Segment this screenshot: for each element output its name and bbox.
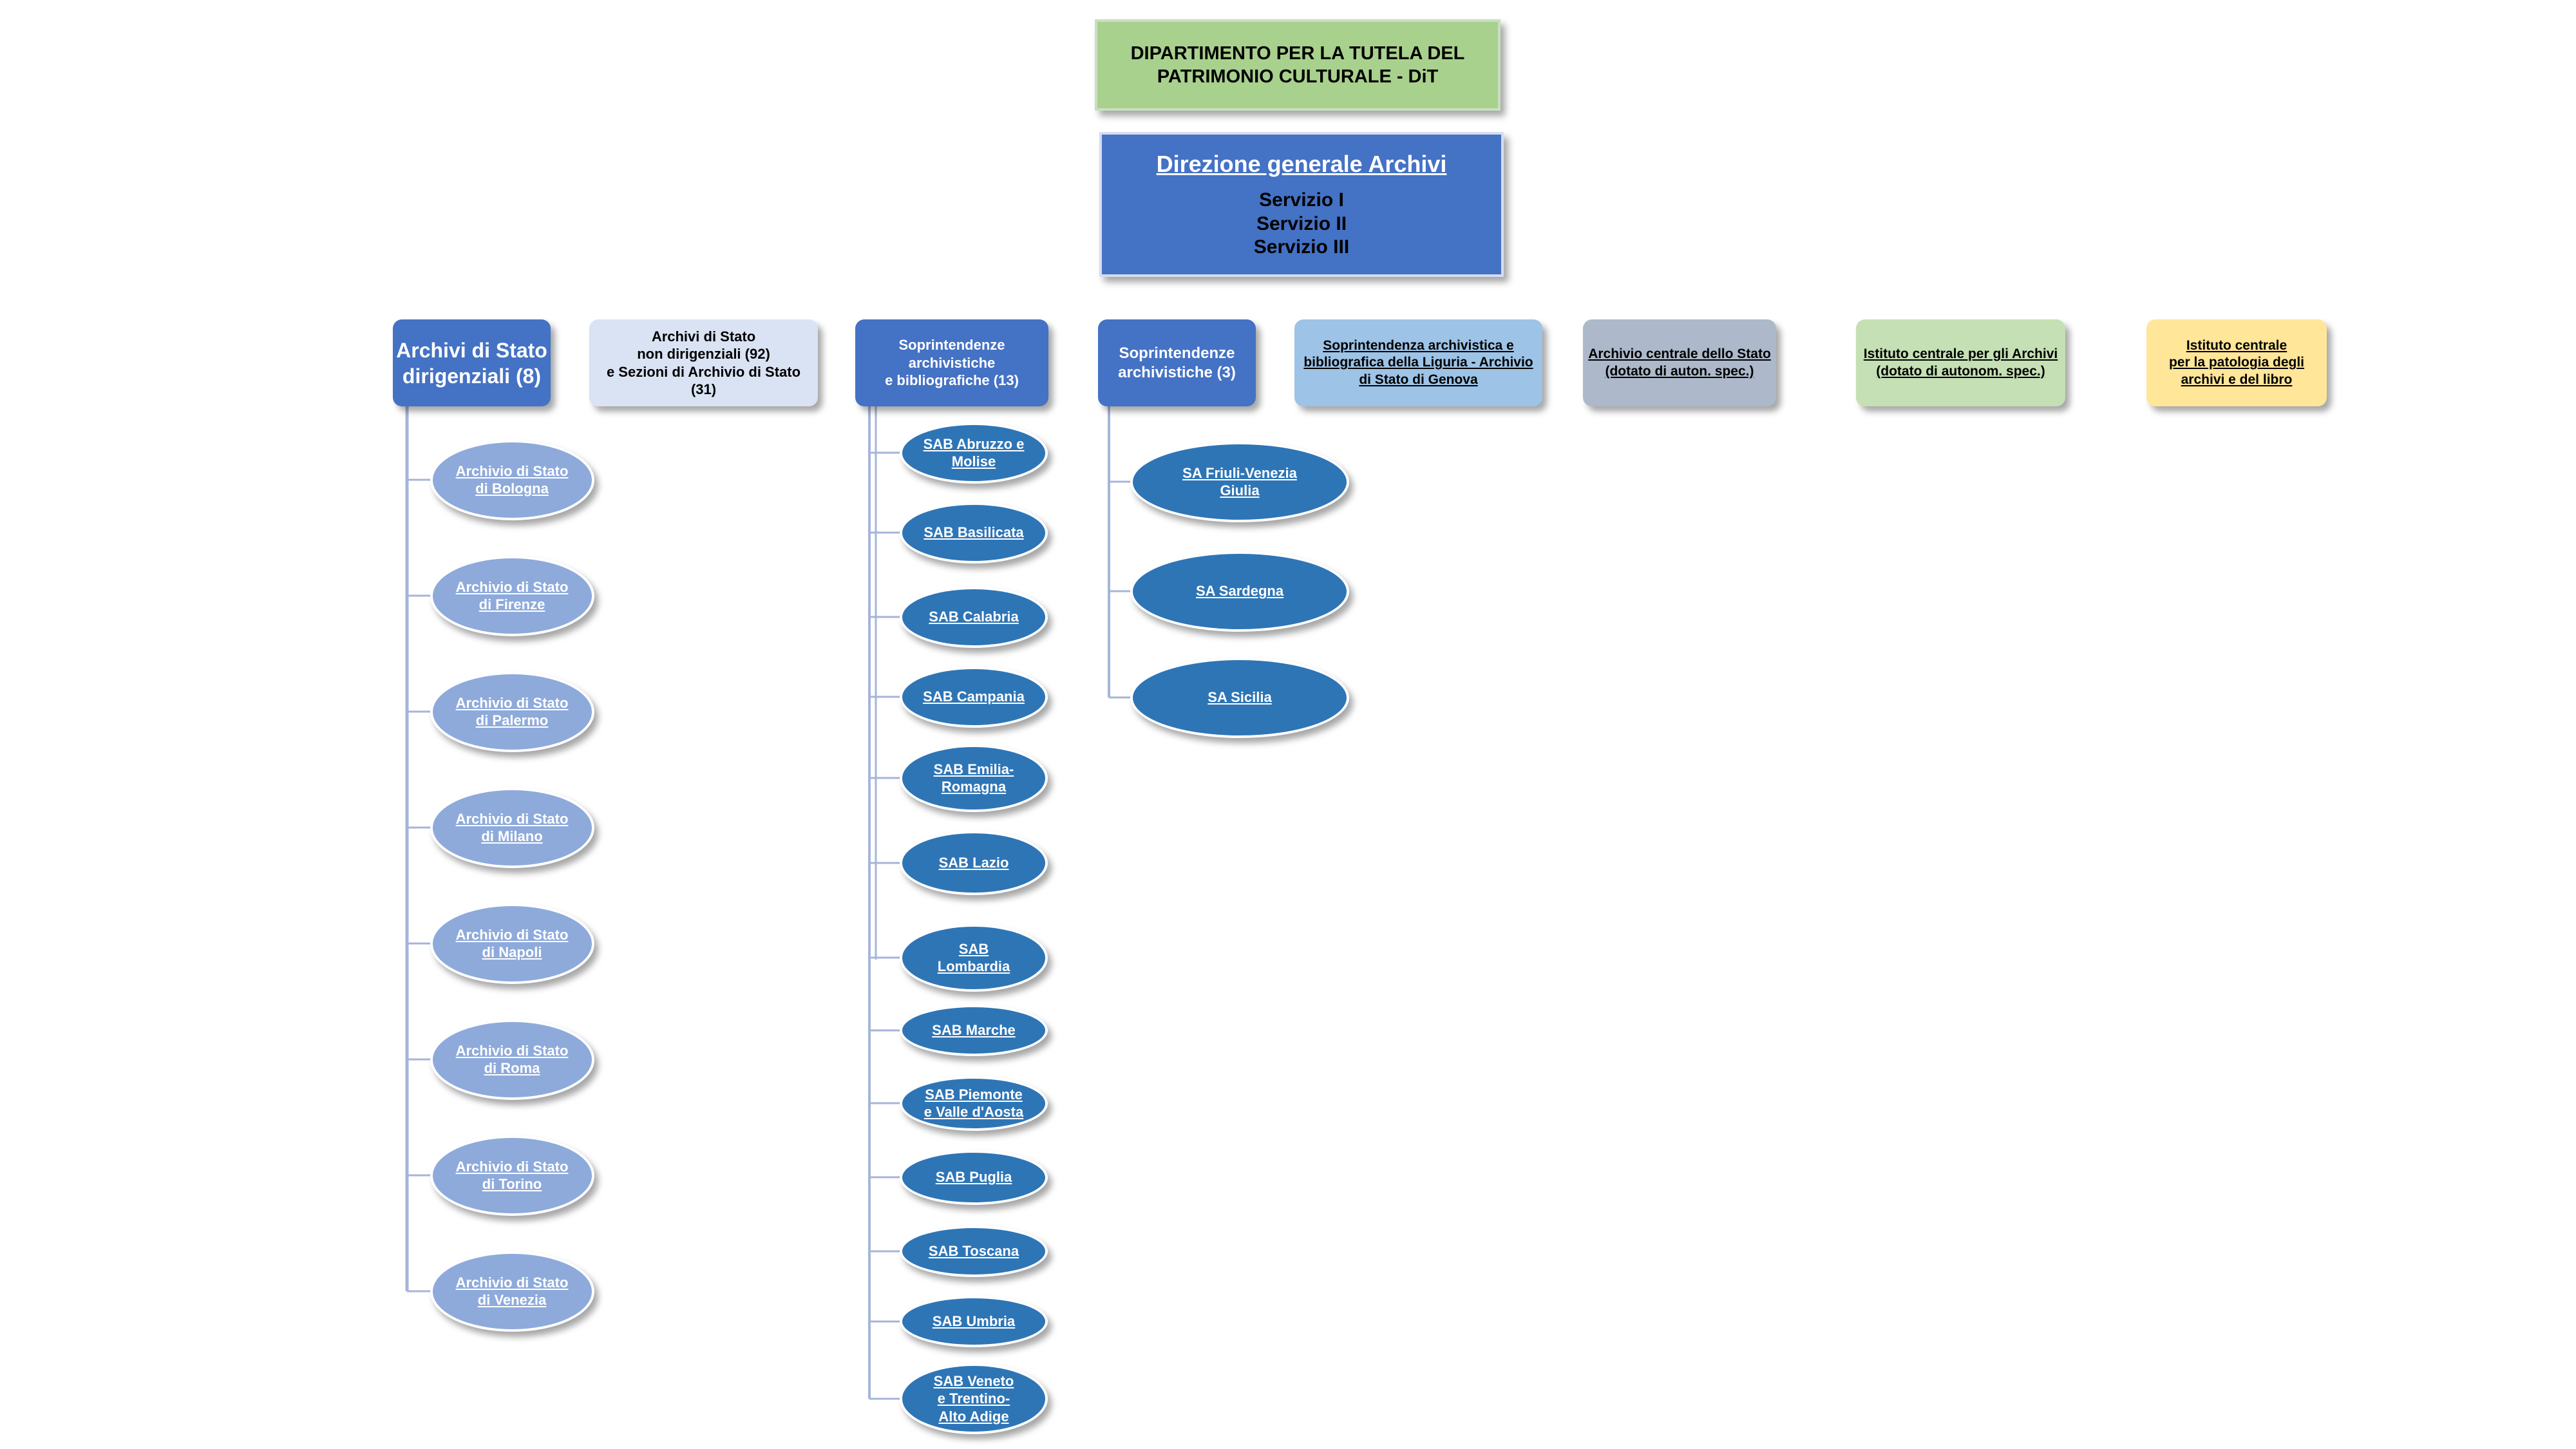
sab-node[interactable]: SAB Lombardia [900, 923, 1048, 992]
category-label: Archivio centrale dello Stato (dotato di… [1588, 346, 1771, 379]
sa-node[interactable]: SA Sardegna [1130, 551, 1349, 632]
sa-node[interactable]: SA Friuli-Venezia Giulia [1130, 441, 1349, 522]
sab-node[interactable]: SAB Emilia- Romagna [900, 744, 1048, 812]
category-archivi-non-dirigenziali[interactable]: Archivi di Stato non dirigenziali (92) e… [589, 319, 818, 406]
archivio-node[interactable]: Archivio di Stato di Napoli [430, 903, 594, 984]
category-sab[interactable]: Soprintendenze archivistiche e bibliogra… [855, 319, 1048, 406]
department-box: DIPARTIMENTO PER LA TUTELA DEL PATRIMONI… [1095, 19, 1501, 111]
sab-node[interactable]: SAB Calabria [900, 586, 1048, 648]
service-1: Servizio I [1259, 189, 1344, 211]
sab-node[interactable]: SAB Campania [900, 666, 1048, 728]
sab-node[interactable]: SAB Piemonte e Valle d'Aosta [900, 1075, 1048, 1131]
service-2: Servizio II [1256, 213, 1347, 234]
sa-node[interactable]: SA Sicilia [1130, 657, 1349, 738]
category-istituto-archivi[interactable]: Istituto centrale per gli Archivi (dotat… [1856, 319, 2065, 406]
category-label: Istituto centrale per gli Archivi (dotat… [1863, 346, 2058, 379]
category-label: Archivi di Stato non dirigenziali (92) e… [606, 328, 801, 398]
archivio-node[interactable]: Archivio di Stato di Milano [430, 787, 594, 868]
sab-node[interactable]: SAB Basilicata [900, 502, 1048, 564]
sab-node[interactable]: SAB Marche [900, 1005, 1048, 1056]
sab-node[interactable]: SAB Toscana [900, 1226, 1048, 1277]
category-archivio-centrale[interactable]: Archivio centrale dello Stato (dotato di… [1583, 319, 1776, 406]
sab-node[interactable]: SAB Abruzzo e Molise [900, 422, 1048, 484]
department-title: DIPARTIMENTO PER LA TUTELA DEL PATRIMONI… [1130, 43, 1465, 87]
archivio-node[interactable]: Archivio di Stato di Firenze [430, 555, 594, 636]
directorate-box[interactable]: Direzione generale Archivi Servizio I Se… [1099, 132, 1504, 277]
archivio-node[interactable]: Archivio di Stato di Torino [430, 1135, 594, 1216]
sab-node[interactable]: SAB Puglia [900, 1150, 1048, 1205]
category-label: Soprintendenza archivistica e bibliograf… [1303, 338, 1533, 387]
sab-node[interactable]: SAB Umbria [900, 1296, 1048, 1347]
sab-node[interactable]: SAB Lazio [900, 831, 1048, 895]
category-archivi-dirigenziali[interactable]: Archivi di Stato dirigenziali (8) [393, 319, 551, 406]
directorate-title[interactable]: Direzione generale Archivi [1156, 151, 1447, 178]
category-sa[interactable]: Soprintendenze archivistiche (3) [1098, 319, 1256, 406]
category-label: Soprintendenze archivistiche (3) [1118, 344, 1236, 381]
category-istituto-patologia[interactable]: Istituto centrale per la patologia degli… [2146, 319, 2327, 406]
sab-node[interactable]: SAB Veneto e Trentino- Alto Adige [900, 1363, 1048, 1434]
archivio-node[interactable]: Archivio di Stato di Venezia [430, 1251, 594, 1332]
archivio-node[interactable]: Archivio di Stato di Roma [430, 1019, 594, 1100]
archivio-node[interactable]: Archivio di Stato di Palermo [430, 671, 594, 752]
category-label: Istituto centrale per la patologia degli… [2168, 338, 2305, 387]
category-label: Soprintendenze archivistiche e bibliogra… [885, 337, 1019, 389]
archivio-node[interactable]: Archivio di Stato di Bologna [430, 439, 594, 520]
category-liguria[interactable]: Soprintendenza archivistica e bibliograf… [1294, 319, 1542, 406]
category-label: Archivi di Stato dirigenziali (8) [396, 338, 547, 388]
service-3: Servizio III [1253, 236, 1350, 258]
